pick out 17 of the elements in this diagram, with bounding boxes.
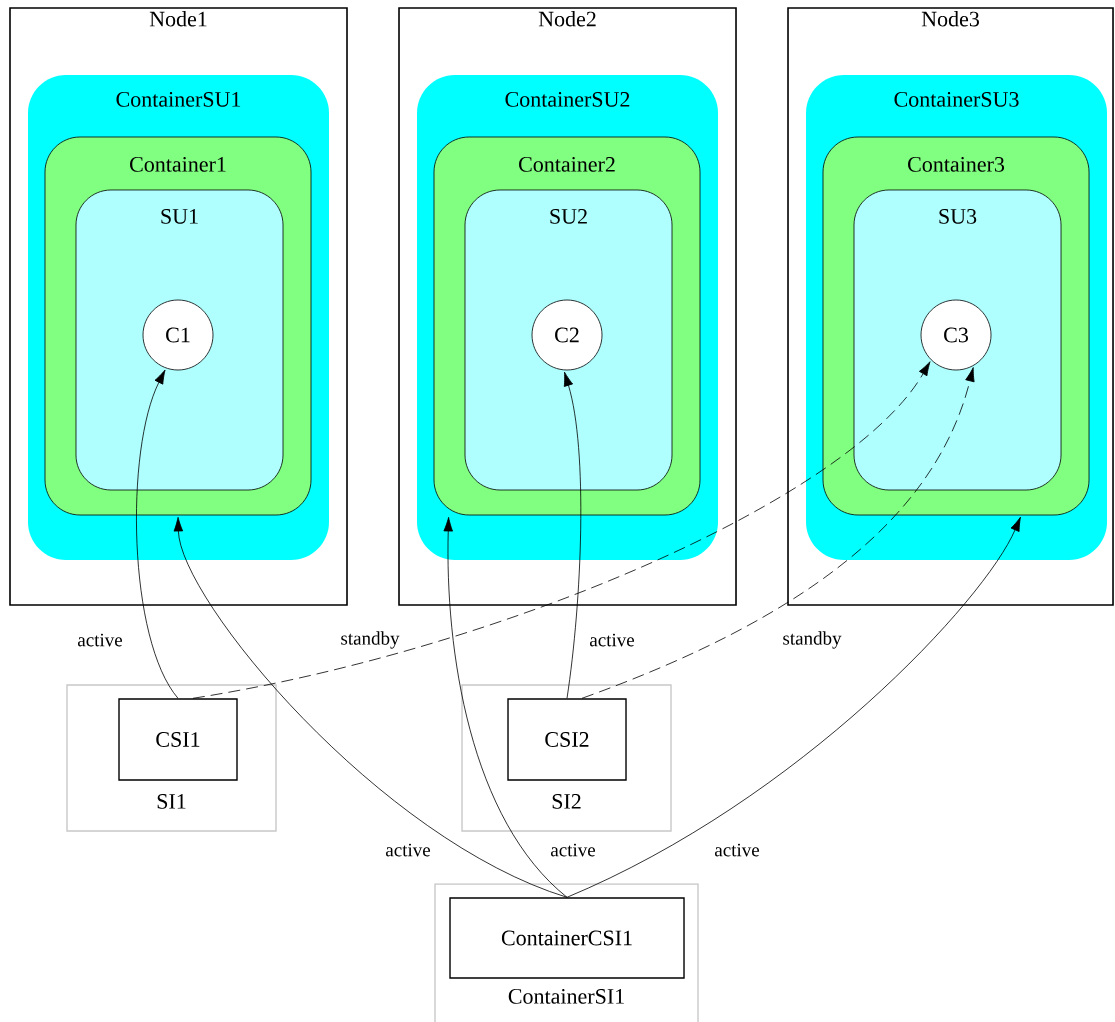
edge-label: active (548, 841, 598, 859)
arrow (443, 516, 568, 898)
arrow (136, 369, 179, 699)
arrow (563, 371, 582, 699)
edge-label: active (587, 631, 637, 649)
edge-label: active (75, 631, 125, 649)
edge-label: standby (780, 629, 844, 651)
edge-label: standby (338, 629, 402, 651)
arrow (566, 516, 1021, 898)
csi-box: CSI1 (118, 698, 238, 781)
csi-box: ContainerCSI1 (449, 897, 685, 979)
arrow (173, 516, 568, 898)
arrow (192, 361, 931, 699)
arrow (581, 367, 975, 699)
csi-box: CSI2 (507, 698, 627, 781)
edge-label: active (712, 841, 762, 859)
edge-label: active (383, 841, 433, 859)
